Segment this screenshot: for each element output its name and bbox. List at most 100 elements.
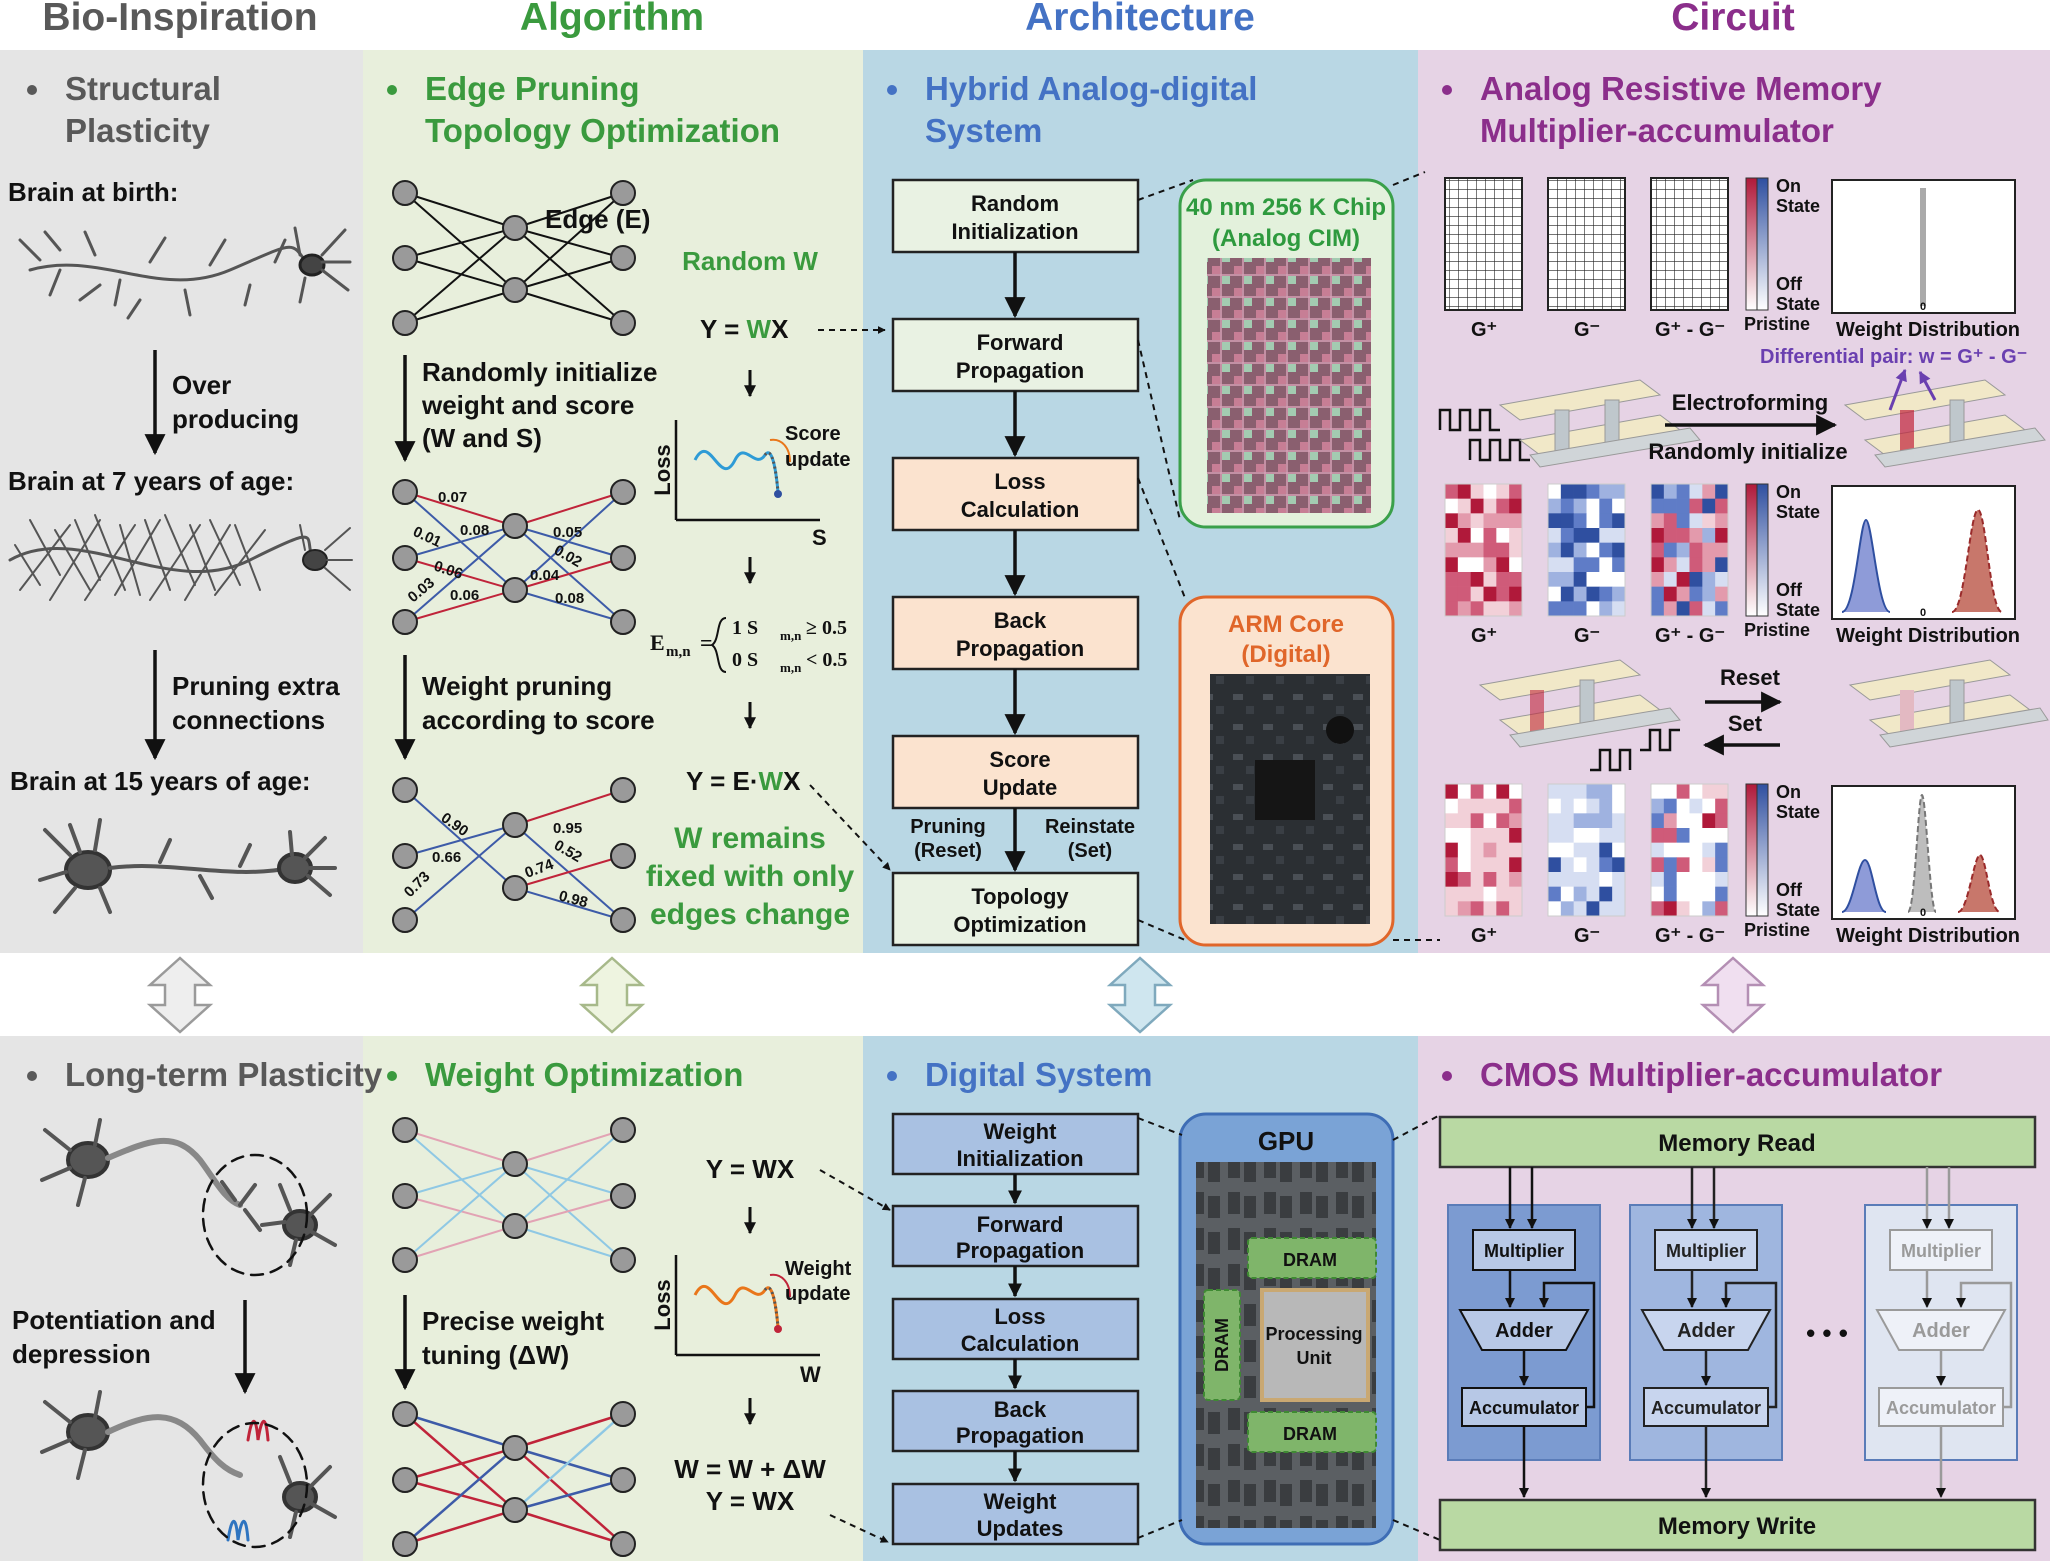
flow-box-topology: Topology Optimization [891,871,1140,947]
svg-text:Update: Update [983,775,1058,800]
svg-text:m,n: m,n [780,660,802,675]
chip-die-photo [1207,258,1371,513]
svg-text:Random: Random [971,191,1059,216]
dram-label: DRAM [1212,1318,1232,1372]
flow-box-weight-updates: Weight Updates [891,1482,1140,1546]
bullet [387,85,397,95]
double-arrow-algo [578,956,646,1034]
wp-label-1: Weight pruning [422,671,612,701]
pristine-label: Pristine [1744,620,1810,640]
heatmap-row-random [1444,483,1729,617]
chip-label-1: 40 nm 256 K Chip [1186,194,1386,221]
svg-text:Initialization: Initialization [951,219,1078,244]
double-arrow-circ [1699,956,1767,1034]
label-gdiff: G⁺ - G⁻ [1655,625,1725,647]
potentiation-label-1: Potentiation and [12,1305,216,1335]
score-value: 0.05 [553,524,582,541]
neuron-pruned-illustration [38,818,337,914]
algo-title-line2: Topology Optimization [425,112,780,149]
colorbar-1 [1745,177,1769,311]
flow-box-forward: Forward Propagation [891,317,1140,393]
reinstate-label-1: Reinstate [1045,816,1135,838]
init-label-2: weight and score [421,390,634,420]
pu-label-1: Processing [1265,1324,1362,1344]
loss-axis-label: Loss [650,1279,675,1330]
svg-text:Propagation: Propagation [956,358,1084,383]
loss-axis-label: Loss [650,444,675,495]
off-label: Off [1776,580,1803,600]
svg-text:Weight: Weight [984,1489,1058,1514]
label-gplus: G⁺ [1471,625,1497,647]
electroforming-label: Electroforming [1672,390,1828,415]
svg-text:Accumulator: Accumulator [1651,1398,1761,1418]
dram-label: DRAM [1283,1424,1337,1444]
svg-text:Adder: Adder [1912,1320,1970,1342]
pu-label-2: Unit [1297,1348,1332,1368]
network-full-connect [392,180,636,336]
multiplier-box [1889,1229,1993,1271]
wd-label: Weight Distribution [1836,625,2020,647]
chip-label-2: (Analog CIM) [1212,225,1360,252]
arch-title-line2: System [925,112,1042,149]
svg-text:Propagation: Propagation [956,1423,1084,1448]
arm-label-1: ARM Core [1228,611,1344,638]
state-label: State [1776,196,1820,216]
header-arch: Architecture [1025,0,1255,39]
label-gminus: G⁻ [1574,319,1600,341]
svg-text:=: = [700,630,713,655]
label-gdiff: G⁺ - G⁻ [1655,319,1725,341]
svg-text:≥ 0.5: ≥ 0.5 [806,617,847,639]
neuron-sparse-illustration [18,226,352,320]
on-label: On [1776,482,1801,502]
score-value: 0.06 [450,587,479,604]
svg-text:0: 0 [1920,301,1926,313]
header-circ: Circuit [1671,0,1795,39]
flow-box-back: Back Propagation [891,595,1140,671]
svg-text:Multiplier: Multiplier [1901,1241,1981,1261]
bio-bottom-title: Long-term Plasticity [65,1056,383,1093]
flow-box-weight-init: Weight Initialization [891,1112,1140,1176]
flow-box-random-init: Random Initialization [891,178,1140,254]
network-scored [392,479,636,635]
svg-text:Topology: Topology [971,884,1069,909]
dashed-arrow-to-topology [809,784,891,871]
state-label: State [1776,294,1820,314]
neuron-dense-illustration [8,514,353,601]
double-arrow-bio [146,956,214,1034]
weight-update-2: update [785,1283,851,1305]
init-label-1: Randomly initialize [422,357,658,387]
svg-text:m,n: m,n [666,644,691,660]
bottom-eq-1: Y = WX [706,1154,795,1184]
pulse-waveforms-2 [1590,728,1680,772]
crossbar-device-4 [1848,659,2049,748]
colorbar-3 [1745,783,1769,917]
adder-trapezoid [1875,1309,2007,1351]
network-weights-dark [392,1401,636,1557]
weight-dist-plot-1: 0 [1831,179,2016,314]
edge-label: Edge (E) [545,204,650,234]
double-arrow-arch [1106,956,1174,1034]
svg-text:0: 0 [1920,907,1926,919]
svg-text:0: 0 [1920,607,1926,619]
colorbar-2 [1745,483,1769,617]
label-gplus: G⁺ [1471,925,1497,947]
svg-text:Memory Read: Memory Read [1658,1130,1815,1157]
bullet [887,85,897,95]
reinstate-label-2: (Set) [1068,840,1112,862]
score-value: 0.66 [432,849,461,866]
panel-bio-top [0,50,363,953]
grid-gminus-pristine [1547,177,1626,311]
brain-7-label: Brain at 7 years of age: [8,466,294,496]
brain-birth-label: Brain at birth: [8,177,178,207]
tune-label-2: tuning (ΔW) [422,1340,569,1370]
score-update-2: update [785,449,851,471]
bullet [1442,1071,1452,1081]
fixed-label-3: edges change [650,898,850,931]
arch-dashed-connectors-top [1137,171,1440,941]
memory-write-bar: Memory Write [1438,1498,2037,1552]
pristine-label: Pristine [1744,314,1810,334]
state-label: State [1776,600,1820,620]
bullet [387,1071,397,1081]
score-value: 0.98 [557,887,590,911]
